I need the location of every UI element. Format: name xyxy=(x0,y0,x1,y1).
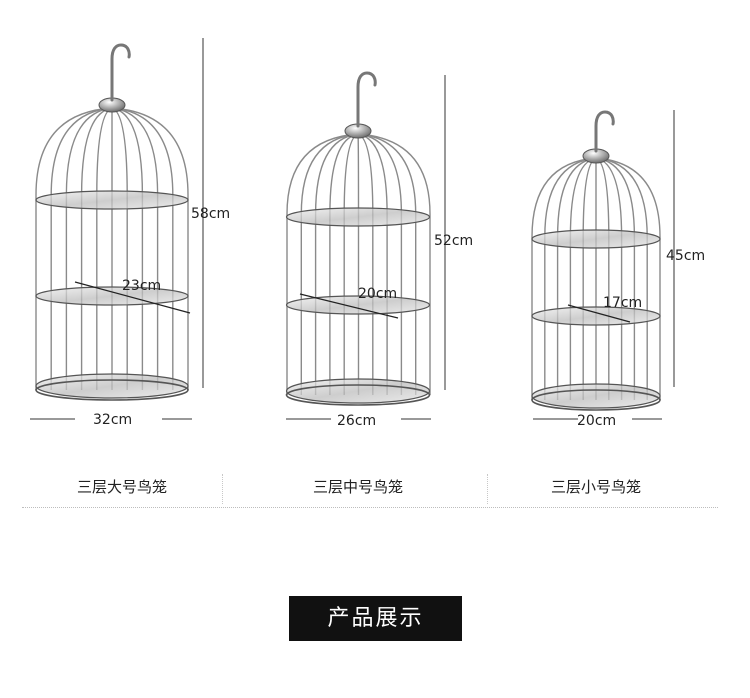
cage-tray xyxy=(531,306,661,326)
large-tray-label: 23cm xyxy=(122,278,162,294)
cage-base-ring xyxy=(531,389,661,411)
cage-bar xyxy=(556,157,597,400)
cage-bar xyxy=(544,157,597,400)
cage-bar xyxy=(300,133,359,395)
cage-base-ring xyxy=(35,379,189,401)
cage-bar xyxy=(357,133,403,395)
cage-tray xyxy=(285,207,431,227)
caption-underline xyxy=(22,507,718,508)
small-tray-label: 17cm xyxy=(603,295,643,311)
hanging-hook-icon xyxy=(356,71,377,128)
large-width-label: 32cm xyxy=(93,412,133,428)
cage-tray xyxy=(531,383,661,409)
cage-base-ring xyxy=(285,384,431,406)
hanging-hook-icon xyxy=(594,110,615,153)
cage-bar xyxy=(111,107,159,390)
cage-bar xyxy=(111,107,189,390)
cage-bar xyxy=(357,133,431,395)
cage-bar xyxy=(357,133,374,395)
section-title: 产品展示 xyxy=(289,596,462,641)
tray-diameter-line xyxy=(567,304,631,323)
cage-bar xyxy=(595,157,636,400)
caption-large: 三层大号鸟笼 xyxy=(76,478,167,496)
cage-bar xyxy=(582,157,597,400)
tray-diameter-line xyxy=(299,293,399,319)
caption-divider xyxy=(487,474,488,504)
cage-bar xyxy=(531,157,597,400)
cage-bar xyxy=(50,107,113,390)
small-height-label: 45cm xyxy=(666,248,706,264)
medium-tray-label: 20cm xyxy=(358,286,398,302)
cage-bar xyxy=(357,133,417,395)
cage-tray xyxy=(35,190,189,210)
cage-bar xyxy=(595,157,610,400)
cage-bar xyxy=(35,107,113,390)
cage-tray xyxy=(35,286,189,306)
cage-bar xyxy=(314,133,359,395)
small-width-label: 20cm xyxy=(577,413,617,429)
hanging-hook-icon xyxy=(110,43,131,102)
cage-bar xyxy=(343,133,359,395)
cage-bar xyxy=(595,157,648,400)
tray-diameter-line xyxy=(74,281,191,314)
cage-bar xyxy=(595,157,661,400)
cage-bar xyxy=(65,107,113,390)
medium-height-label: 52cm xyxy=(434,233,474,249)
cage-tray xyxy=(285,295,431,315)
medium-width-label: 26cm xyxy=(337,413,377,429)
cage-bar xyxy=(111,107,128,390)
cage-tray xyxy=(35,373,189,399)
cage-bar xyxy=(286,133,359,395)
cage-bar xyxy=(357,133,360,395)
cage-bar xyxy=(111,107,174,390)
caption-divider xyxy=(222,474,223,504)
caption-medium: 三层中号鸟笼 xyxy=(312,478,403,496)
cage-tray xyxy=(531,229,661,249)
cage-tray xyxy=(285,378,431,404)
large-height-label: 58cm xyxy=(191,206,231,222)
cage-bar xyxy=(96,107,113,390)
caption-small: 三层小号鸟笼 xyxy=(550,478,641,496)
